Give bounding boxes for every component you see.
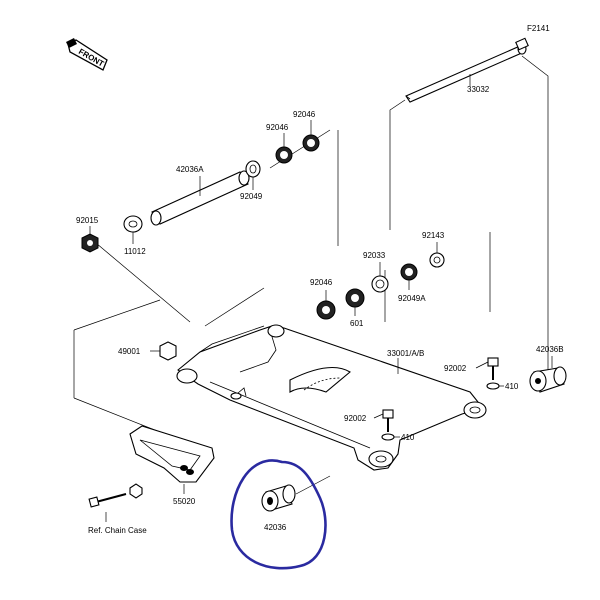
label-92046-mid: 92046 [310, 278, 333, 287]
part-92002-bolt-b [373, 409, 394, 432]
part-92046-bearing-mid [316, 290, 336, 320]
label-92049: 92049 [240, 192, 263, 201]
label-42036A: 42036A [176, 165, 204, 174]
part-11012-collar [123, 215, 143, 244]
label-92015: 92015 [76, 216, 99, 225]
label-92046-top-a: 92046 [266, 123, 289, 132]
part-410-washer-b [381, 433, 400, 441]
part-410-washer-a [486, 382, 504, 390]
label-92002-a: 92002 [444, 364, 467, 373]
part-92143-collar [429, 242, 445, 268]
part-601-bearing [345, 288, 365, 316]
part-42036A-sleeve [150, 170, 250, 226]
part-92046-bearing-a [275, 133, 293, 164]
part-92002-bolt-a [475, 357, 499, 380]
part-92049-seal [245, 160, 261, 190]
assembly-guide-lines [73, 55, 549, 439]
label-92049A: 92049A [398, 294, 426, 303]
part-49001-grease-nipple [150, 341, 177, 361]
label-33032: 33032 [467, 85, 490, 94]
part-92049A-seal [400, 263, 418, 290]
part-chain-case-bolt [88, 483, 143, 522]
front-arrow-icon: FRONT [66, 38, 108, 71]
label-42036: 42036 [264, 523, 287, 532]
label-92033: 92033 [363, 251, 386, 260]
part-42036-bush [261, 475, 331, 512]
part-92015-nut [81, 226, 99, 253]
highlight-circle [230, 459, 327, 570]
label-92143: 92143 [422, 231, 445, 240]
label-601: 601 [350, 319, 364, 328]
part-55020-chain-slider [129, 392, 242, 494]
label-33001: 33001/A/B [387, 349, 424, 358]
part-33001-swingarm [176, 324, 487, 471]
label-410-b: 410 [401, 433, 415, 442]
figure-code: F2141 [527, 24, 550, 33]
label-92002-b: 92002 [344, 414, 367, 423]
part-92046-bearing-b [302, 120, 320, 152]
part-42036B-bush [529, 356, 567, 393]
part-92033-circlip [371, 262, 389, 293]
label-55020: 55020 [173, 497, 196, 506]
label-49001: 49001 [118, 347, 141, 356]
label-42036B: 42036B [536, 345, 564, 354]
label-92046-top-b: 92046 [293, 110, 316, 119]
part-33032-axle [405, 37, 529, 103]
label-ref-chain-case: Ref. Chain Case [88, 526, 147, 535]
label-410-a: 410 [505, 382, 519, 391]
label-11012: 11012 [124, 247, 146, 256]
